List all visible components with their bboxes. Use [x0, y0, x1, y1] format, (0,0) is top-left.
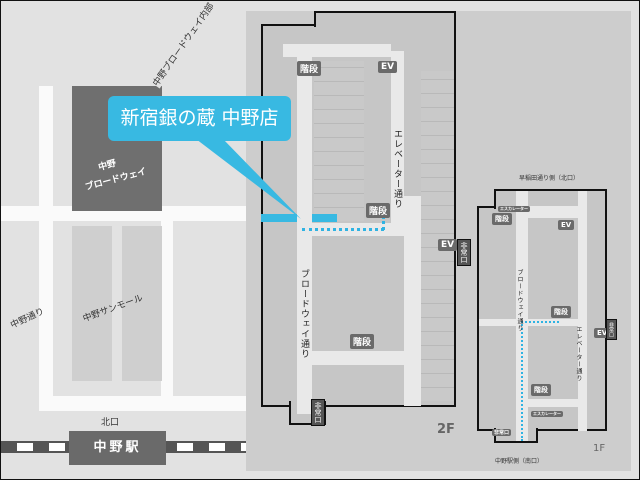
stairs-marker: 階段: [531, 384, 551, 396]
escalator-marker: エスカレーター: [531, 411, 563, 417]
corridor: [578, 191, 587, 431]
escalator-marker: エスカレーター: [498, 206, 530, 212]
emergency-exit: 非常口: [311, 399, 325, 426]
elevator-street-label: エレベーター通り: [392, 129, 402, 209]
sunmall-block-left: [72, 226, 112, 381]
corridor: [528, 206, 578, 218]
floor2-top-wing: [314, 11, 456, 27]
south-side-label: 中野駅側（南口）: [495, 458, 544, 465]
broadway-street-label: ブロードウェイ通り: [299, 269, 309, 359]
corridor: [528, 399, 578, 407]
stairs-marker: 階段: [297, 61, 322, 76]
corridor-elevator: [391, 51, 404, 236]
road-vertical: [39, 86, 53, 411]
route-path: [382, 216, 385, 230]
emergency-exit: 非常口: [492, 429, 512, 436]
ev-marker: EV: [558, 220, 575, 230]
emergency-exit: 非常口: [457, 239, 471, 266]
emergency-exit: 非常口: [606, 319, 617, 340]
route-path: [302, 228, 384, 231]
ev-marker: EV: [594, 328, 611, 338]
corridor: [297, 351, 421, 365]
north-exit-label: 北口: [101, 418, 120, 428]
road-horizontal: [1, 206, 246, 221]
corridor: [404, 196, 421, 406]
shop-highlight: [261, 214, 297, 222]
broadway-street-label: ブロードウェイ通り: [516, 269, 523, 332]
route-path: [521, 321, 559, 323]
north-side-label: 早稲田通り側（北口）: [519, 175, 580, 182]
stairs-marker: 階段: [492, 213, 512, 225]
ev-marker: EV: [378, 61, 398, 73]
shop-callout: 新宿銀の蔵 中野店: [108, 96, 291, 141]
stairs-marker: 階段: [551, 306, 571, 318]
shop-highlight: [312, 214, 337, 222]
corridor: [516, 191, 528, 441]
elevator-street-label: エレベーター通り: [575, 326, 582, 382]
stairs-marker: 階段: [366, 203, 391, 218]
shops: [421, 71, 454, 401]
floor-label-2f: 2F: [437, 422, 455, 437]
road-vertical-2: [161, 221, 173, 396]
ev-marker: EV: [438, 239, 458, 251]
stairs-marker: 階段: [350, 334, 375, 349]
route-path: [521, 321, 523, 441]
shops: [314, 61, 364, 221]
road-bottom: [39, 396, 246, 411]
nakano-station: 中野駅: [69, 431, 166, 465]
sunmall-block-right: [122, 226, 162, 381]
floor-label-1f: 1F: [593, 443, 606, 454]
